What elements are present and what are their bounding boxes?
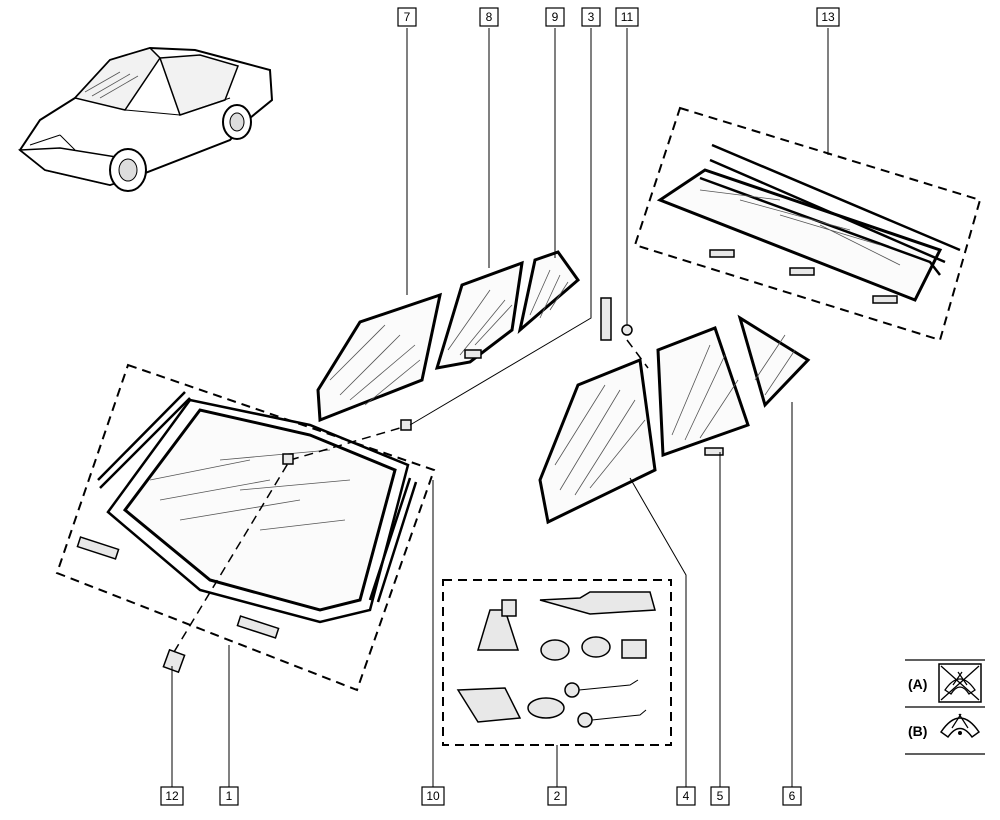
rear-quarter-glass-5 [656,326,750,458]
screw-11 [621,324,633,336]
callout-label: 13 [821,10,835,24]
callout-5: 5 [710,786,730,806]
leader-lines [171,28,829,788]
windscreen-seal [106,398,410,624]
callout-8: 8 [479,7,499,27]
sedan-car-icon [17,46,274,192]
repair-kit-2 [442,579,672,746]
cord-reel [527,697,565,719]
callout-9: 9 [545,7,565,27]
callout-label: 3 [588,10,595,24]
seal-clip-3 [600,297,612,341]
callout-12: 12 [160,786,184,806]
bead-roll-2 [581,636,611,658]
windscreen-wiper-crossed-icon [938,663,982,703]
callout-3: 3 [581,7,601,27]
legend-b-label: (B) [908,723,927,739]
callout-label: 4 [683,789,690,803]
clip-10b [282,453,294,465]
bead-roll-1 [540,639,570,661]
front-door-glass-7 [316,292,443,423]
clip-10 [400,419,412,431]
vent-glass-9 [517,250,581,335]
fixed-quarter-glass-6 [737,314,811,408]
callout-label: 10 [426,789,440,803]
windscreen-clip-left [76,536,120,560]
callout-label: 5 [717,789,724,803]
legend: (A) (B) [905,659,985,755]
applicator-brush-2 [577,712,593,728]
windscreen-stop-12 [162,648,186,674]
callout-label: 11 [621,10,634,24]
callout-label: 12 [165,789,179,803]
callout-4: 4 [676,786,696,806]
adhesive-tube [539,591,656,615]
applicator-brush-1 [564,682,580,698]
legend-a-label: (A) [908,676,927,692]
callout-label: 8 [486,10,493,24]
rear-door-glass-4 [538,339,657,525]
callout-6: 6 [782,786,802,806]
callout-label: 6 [789,789,796,803]
callout-label: 9 [552,10,559,24]
callout-11: 11 [615,7,639,27]
callout-label: 7 [404,10,411,24]
callout-7: 7 [397,7,417,27]
callout-13: 13 [816,7,840,27]
windscreen-wiper-icon [939,713,981,739]
rear-screen-assembly-13 [633,106,982,342]
callout-10: 10 [421,786,445,806]
windscreen-assembly [55,363,436,692]
callout-label: 1 [226,789,233,803]
callout-1: 1 [219,786,239,806]
callout-2: 2 [547,786,567,806]
callout-label: 2 [554,789,561,803]
windscreen-clip-bottom [236,615,280,639]
cleaning-cloth [456,687,522,723]
front-quarter-glass-8 [434,260,524,370]
pads [621,639,647,659]
